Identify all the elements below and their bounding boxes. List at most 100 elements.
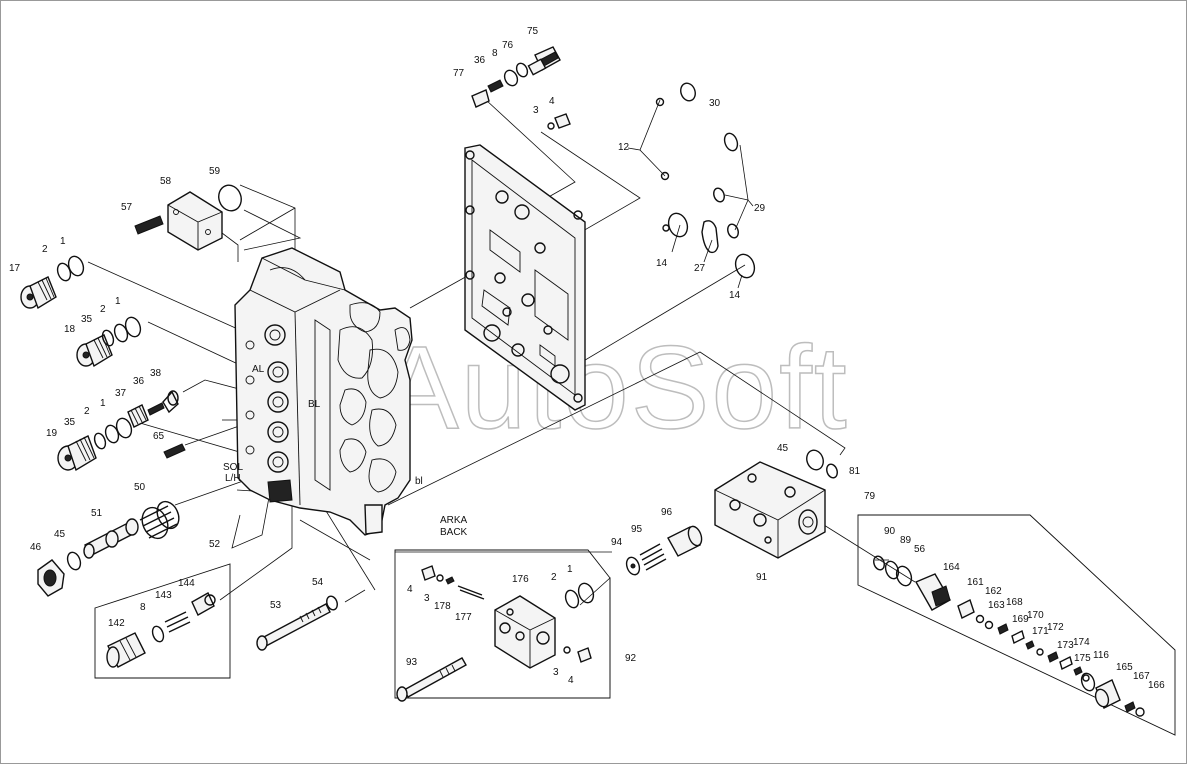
callout-58: 58 bbox=[160, 176, 172, 187]
callout-170: 170 bbox=[1027, 610, 1044, 621]
port-label-al: AL bbox=[252, 364, 265, 375]
callout-30: 30 bbox=[709, 98, 721, 109]
callout-116: 116 bbox=[1093, 650, 1109, 661]
callout-12: 12 bbox=[618, 142, 630, 153]
callout-46: 46 bbox=[30, 542, 42, 553]
ball-172 bbox=[1047, 651, 1059, 663]
o-ring-3b-group92 bbox=[563, 646, 571, 654]
seat-174 bbox=[1073, 666, 1083, 676]
seal-27 bbox=[701, 220, 719, 254]
o-ring-2-group92 bbox=[564, 589, 580, 609]
o-ring-3-top bbox=[547, 122, 555, 130]
port-label-bl-upper: BL bbox=[308, 399, 321, 410]
ball-178 bbox=[445, 576, 455, 585]
callout-51: 51 bbox=[91, 508, 103, 519]
plug-166 bbox=[1135, 707, 1145, 717]
callout-38: 38 bbox=[150, 368, 162, 379]
spring-95 bbox=[639, 543, 667, 571]
callout-76: 76 bbox=[502, 40, 514, 51]
o-ring-45-right bbox=[806, 449, 824, 471]
pin-65 bbox=[163, 443, 186, 459]
callout-93: 93 bbox=[406, 657, 418, 668]
callout-14a: 14 bbox=[656, 258, 668, 269]
callout-35b: 35 bbox=[64, 417, 76, 428]
o-ring-163 bbox=[984, 620, 994, 630]
callout-8b: 8 bbox=[140, 602, 146, 613]
callout-90: 90 bbox=[884, 526, 896, 537]
o-ring-45-left bbox=[66, 551, 82, 571]
o-ring-29c bbox=[727, 223, 739, 239]
o-ring-175 bbox=[1082, 674, 1090, 682]
callout-3c: 3 bbox=[553, 667, 559, 678]
callout-4a: 4 bbox=[549, 96, 555, 107]
main-valve-body bbox=[234, 247, 413, 536]
callout-59: 59 bbox=[209, 166, 221, 177]
cover-block-58 bbox=[167, 191, 223, 251]
callout-35a: 35 bbox=[81, 314, 93, 325]
o-ring-162 bbox=[975, 614, 985, 624]
callout-162: 162 bbox=[985, 586, 1002, 597]
o-ring-1-c bbox=[115, 417, 133, 439]
o-ring-12a bbox=[655, 97, 665, 107]
pin-36-top bbox=[487, 79, 504, 93]
o-ring-29a bbox=[723, 132, 739, 152]
spring-50 bbox=[139, 500, 180, 540]
callout-45b: 45 bbox=[777, 443, 789, 454]
o-ring-89 bbox=[884, 560, 900, 580]
block-91 bbox=[714, 461, 826, 559]
label-back: BACK bbox=[440, 527, 468, 538]
o-ring-81 bbox=[826, 463, 838, 479]
o-ring-90 bbox=[873, 555, 885, 571]
callout-172: 172 bbox=[1047, 622, 1064, 633]
o-ring-14b bbox=[734, 253, 756, 279]
pin-167 bbox=[1124, 701, 1136, 713]
plug-161 bbox=[957, 599, 975, 619]
callout-19: 19 bbox=[46, 428, 58, 439]
callout-36b: 36 bbox=[133, 376, 145, 387]
callout-14b: 14 bbox=[729, 290, 741, 301]
callout-1c: 1 bbox=[100, 398, 106, 409]
callout-165: 165 bbox=[1116, 662, 1133, 673]
callout-17: 17 bbox=[9, 263, 21, 274]
bolt-77 bbox=[471, 89, 490, 108]
callout-50: 50 bbox=[134, 482, 146, 493]
spring-37 bbox=[127, 404, 149, 428]
callout-3a: 3 bbox=[533, 105, 539, 116]
o-ring-29b bbox=[713, 187, 725, 203]
spring-177 bbox=[457, 585, 485, 600]
callout-8a: 8 bbox=[492, 48, 498, 59]
o-ring-1-a bbox=[67, 255, 85, 277]
callout-2c: 2 bbox=[84, 406, 90, 417]
seat-170 bbox=[1025, 640, 1035, 650]
separator-plate bbox=[464, 144, 586, 411]
callout-171: 171 bbox=[1032, 626, 1049, 637]
callout-163: 163 bbox=[988, 600, 1005, 611]
o-ring-116 bbox=[1080, 672, 1096, 692]
port-label-bl-lower: bl bbox=[415, 476, 423, 487]
o-ring-2-b bbox=[113, 323, 129, 343]
o-ring-1-b bbox=[124, 316, 142, 338]
callout-36a: 36 bbox=[474, 55, 486, 66]
callout-4c: 4 bbox=[568, 675, 574, 686]
group-79-parts bbox=[873, 555, 1145, 717]
label-sol: SOL bbox=[223, 462, 243, 473]
callout-92: 92 bbox=[625, 653, 637, 664]
plug-142 bbox=[106, 632, 146, 668]
o-ring-59 bbox=[218, 184, 242, 212]
o-ring-14a-small bbox=[662, 224, 670, 232]
callout-4b: 4 bbox=[407, 584, 413, 595]
callout-numbers: 75 76 8 36 77 3 4 30 12 29 14 27 14 59 5… bbox=[9, 26, 1165, 691]
spring-173 bbox=[1059, 655, 1073, 671]
callout-178: 178 bbox=[434, 601, 451, 612]
callout-1b: 1 bbox=[115, 296, 121, 307]
plug-4-top bbox=[554, 113, 571, 129]
washer-54 bbox=[326, 595, 338, 611]
callout-168: 168 bbox=[1006, 597, 1023, 608]
bolt-53 bbox=[256, 603, 331, 651]
o-ring-14a bbox=[667, 212, 689, 238]
plug-18 bbox=[76, 334, 113, 368]
callout-1a: 1 bbox=[60, 236, 66, 247]
callout-29: 29 bbox=[754, 203, 766, 214]
